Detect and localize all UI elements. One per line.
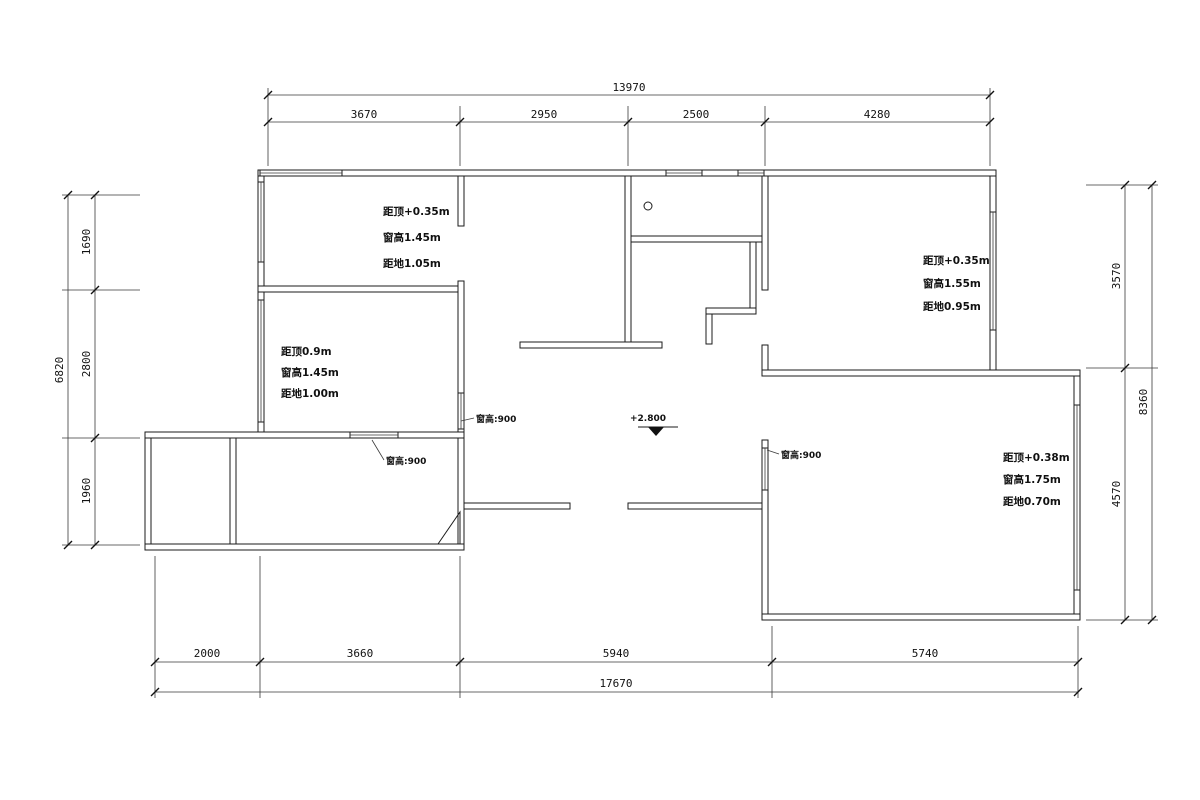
wall-segment <box>749 241 757 309</box>
wall-segment <box>761 369 1081 377</box>
dim-chain-bottom: 2000 3660 5940 5740 17670 <box>150 556 1083 698</box>
dim-right-seg-1: 3570 <box>1110 263 1123 290</box>
wall-segment <box>144 431 465 439</box>
window-height-note-3: 窗高:900 <box>781 449 821 461</box>
wall-segment <box>457 437 465 545</box>
dimension-ticks <box>263 90 995 127</box>
wall-segment <box>144 437 152 545</box>
room-midleft-note-3: 距地1.00m <box>281 387 339 400</box>
dim-chain-top: 13970 3670 2950 2500 4280 <box>263 81 995 166</box>
dim-left-overall: 6820 <box>53 357 66 384</box>
level-marker: +2.800 <box>630 414 678 436</box>
dimension-lines <box>1124 185 1153 620</box>
dim-bottom-seg-2: 3660 <box>347 647 374 660</box>
room-bottomright-note-2: 窗高1.75m <box>1003 473 1061 486</box>
wall-segment <box>630 235 763 243</box>
extension-lines <box>154 556 1079 698</box>
wall-segment <box>457 280 465 433</box>
extension-lines <box>1086 184 1158 621</box>
dim-top-overall: 13970 <box>612 81 645 94</box>
room-topleft-note-3: 距地1.05m <box>383 257 441 270</box>
room-midleft-note-1: 距顶0.9m <box>281 346 332 358</box>
room-topright-note-2: 窗高1.55m <box>923 277 981 290</box>
wall-segment <box>705 313 713 345</box>
window-height-note-2: 窗高:900 <box>386 455 426 467</box>
wall-segment <box>761 613 1081 621</box>
dim-left-seg-2: 2800 <box>80 351 93 378</box>
drain-symbol <box>643 201 653 211</box>
dim-bottom-seg-4: 5740 <box>912 647 939 660</box>
note-leader-lines <box>371 417 780 461</box>
wall-segment <box>705 307 757 315</box>
extension-lines <box>62 194 140 546</box>
dimension-ticks <box>1120 180 1157 625</box>
wall-segment <box>229 437 237 545</box>
dim-bottom-overall: 17670 <box>599 677 632 690</box>
dimension-ticks <box>150 657 1083 697</box>
wall-segment <box>624 175 632 343</box>
windows <box>257 169 1081 591</box>
wall-segment <box>144 543 465 551</box>
wall-segment <box>463 502 571 510</box>
door-swing <box>437 510 461 545</box>
window-midlines <box>260 172 1078 590</box>
wall-segment <box>257 169 997 177</box>
wall-segment <box>761 175 769 291</box>
room-bottomright-note-3: 距地0.70m <box>1003 495 1061 508</box>
dim-top-seg-1: 3670 <box>351 108 378 121</box>
dimension-lines <box>67 195 96 545</box>
fixtures: +2.800 <box>437 201 678 545</box>
window-height-note-1: 窗高:900 <box>476 413 516 425</box>
dim-top-seg-4: 4280 <box>864 108 891 121</box>
level-value: +2.800 <box>630 414 666 424</box>
room-midleft-note-2: 窗高1.45m <box>281 366 339 379</box>
room-topleft-note-2: 窗高1.45m <box>383 231 441 244</box>
dimension-ticks <box>63 190 100 550</box>
dim-bottom-seg-3: 5940 <box>603 647 630 660</box>
wall-segment <box>257 285 465 293</box>
dim-top-seg-3: 2500 <box>683 108 710 121</box>
room-notes: 距顶+0.35m 窗高1.45m 距地1.05m 距顶0.9m 窗高1.45m … <box>281 206 1070 508</box>
dim-bottom-seg-1: 2000 <box>194 647 221 660</box>
dimension-lines <box>155 661 1078 693</box>
wall-segment <box>761 344 769 371</box>
level-triangle-icon <box>648 427 664 436</box>
room-bottomright-note-1: 距顶+0.38m <box>1003 452 1070 464</box>
wall-segment <box>519 341 663 349</box>
dim-right-seg-2: 4570 <box>1110 481 1123 508</box>
room-topleft-note-1: 距顶+0.35m <box>383 206 450 218</box>
dim-chain-left: 6820 1690 2800 1960 <box>53 190 140 550</box>
dim-left-seg-1: 1690 <box>80 229 93 256</box>
wall-segment <box>457 175 465 227</box>
room-topright-note-3: 距地0.95m <box>923 300 981 313</box>
dim-top-seg-2: 2950 <box>531 108 558 121</box>
extension-lines <box>267 88 991 166</box>
room-topright-note-1: 距顶+0.35m <box>923 255 990 267</box>
dim-chain-right: 3570 4570 8360 <box>1086 180 1158 625</box>
dim-left-seg-3: 1960 <box>80 478 93 505</box>
wall-segment <box>627 502 763 510</box>
dim-right-overall: 8360 <box>1137 389 1150 416</box>
dimension-lines <box>268 94 990 123</box>
